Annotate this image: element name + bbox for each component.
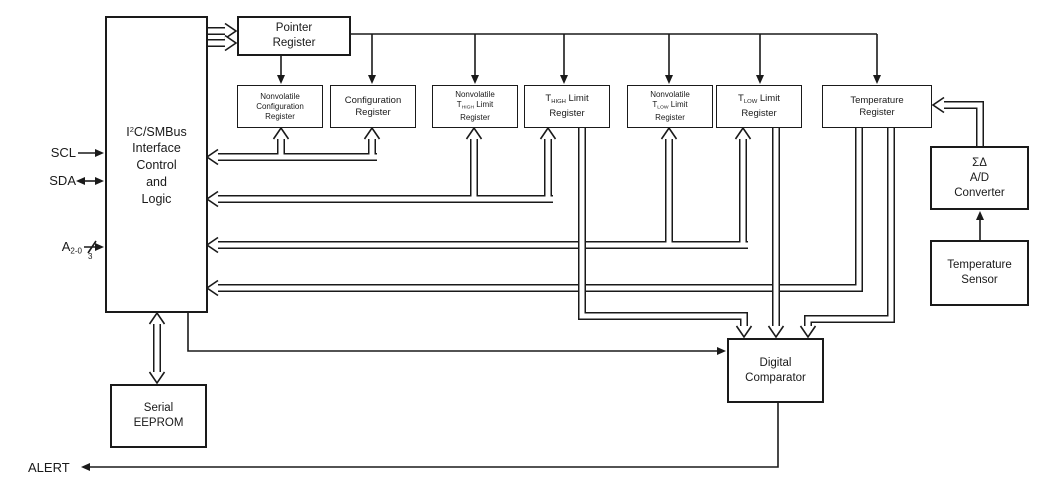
block-label: Pointer — [275, 22, 313, 34]
block-label: Configuration — [256, 101, 304, 111]
address-bus-width-label: 3 — [88, 252, 93, 261]
block-label: TLOW Limit — [738, 93, 780, 105]
i2c-smbus-interface-block: I2C/SMBus Interface Control and Logic — [105, 16, 208, 313]
block-label: Logic — [141, 192, 172, 207]
block-label: Register — [460, 113, 490, 123]
pin-label-sda: SDA — [49, 173, 76, 188]
bus-thigh-registers — [205, 126, 557, 208]
block-label: Interface — [132, 141, 181, 156]
bus-tlow-registers — [205, 126, 752, 254]
block-label: Converter — [954, 186, 1005, 199]
pin-label-alert: ALERT — [28, 460, 70, 475]
block-label: Serial — [143, 402, 174, 414]
block-label: Configuration — [344, 94, 402, 106]
temperature-sensor-block: Temperature Sensor — [930, 240, 1029, 306]
block-label: Temperature — [947, 259, 1012, 271]
thigh-limit-register-block: THIGH Limit Register — [524, 85, 610, 128]
bus-tlow-to-comparator — [767, 128, 785, 339]
bus-config-registers — [205, 126, 381, 166]
block-label: ΣΔ — [972, 156, 987, 169]
bus-interface-eeprom — [148, 311, 166, 385]
block-label: Digital — [759, 356, 792, 369]
block-label: Control — [136, 158, 177, 173]
block-label: Register — [741, 107, 777, 119]
block-label: Sensor — [961, 274, 998, 286]
pin-label-scl: SCL — [50, 145, 76, 160]
nonvolatile-tlow-limit-register-block: Nonvolatile TLOW Limit Register — [627, 85, 713, 128]
block-label: Nonvolatile — [455, 89, 495, 99]
tlow-limit-register-block: TLOW Limit Register — [716, 85, 802, 128]
block-label: Register — [655, 113, 685, 123]
block-label: Temperature — [850, 94, 904, 106]
pointer-register-block: Pointer Register — [237, 16, 351, 56]
nonvolatile-configuration-register-block: Nonvolatile Configuration Register — [237, 85, 323, 128]
bus-tempreg-to-comparator — [799, 128, 895, 339]
block-label: Nonvolatile — [260, 91, 300, 101]
nonvolatile-thigh-limit-register-block: Nonvolatile THIGH Limit Register — [432, 85, 518, 128]
digital-comparator-block: Digital Comparator — [727, 338, 824, 403]
configuration-register-block: Configuration Register — [330, 85, 416, 128]
block-label: THIGH Limit — [456, 99, 494, 111]
block-label: Register — [859, 106, 895, 118]
block-label: Register — [265, 111, 295, 121]
block-label: and — [146, 175, 167, 190]
signal-wires — [76, 33, 984, 471]
bus-thigh-to-comparator — [578, 128, 753, 339]
block-label: Nonvolatile — [650, 89, 690, 99]
block-label: Register — [549, 107, 585, 119]
pin-label-address: A2-0 — [61, 239, 82, 256]
block-label: A/D — [969, 171, 990, 184]
block-label: EEPROM — [133, 417, 184, 429]
temperature-register-block: Temperature Register — [822, 85, 932, 128]
block-label: Register — [272, 37, 316, 49]
bus-adc-to-tempreg — [931, 96, 984, 146]
sigma-delta-adc-block: ΣΔ A/D Converter — [930, 146, 1029, 210]
serial-eeprom-block: Serial EEPROM — [110, 384, 207, 448]
bus-temperature-register — [205, 128, 863, 297]
block-label: TLOW Limit — [652, 99, 688, 111]
block-label: I2C/SMBus — [126, 124, 187, 139]
bus-interface-to-pointer — [207, 22, 238, 52]
block-label: Comparator — [745, 371, 806, 384]
block-label: THIGH Limit — [545, 93, 589, 105]
block-label: Register — [355, 106, 391, 118]
